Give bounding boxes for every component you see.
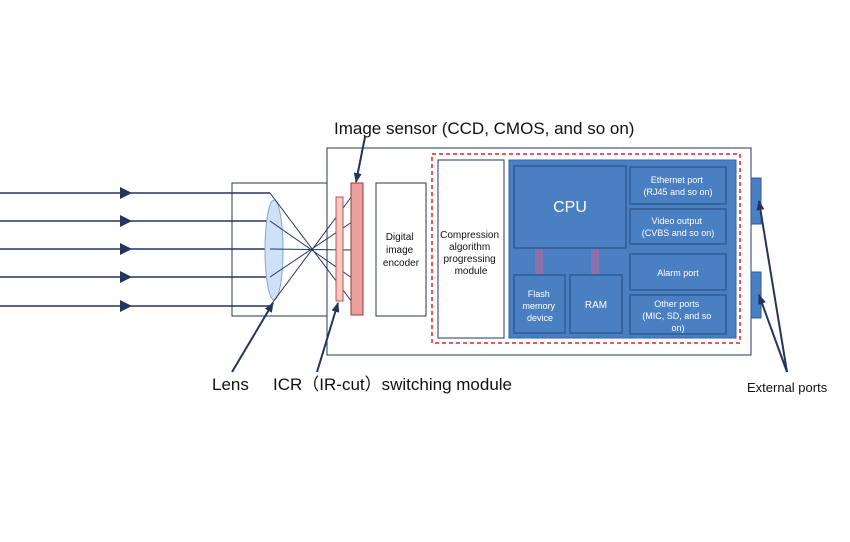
flash-memory-label: Flash memory device (522, 289, 557, 323)
ray-arrow-icon (120, 300, 132, 312)
ray-arrow-icon (120, 271, 132, 283)
lens-element (264, 199, 284, 301)
other-ports-block (629, 294, 727, 335)
cpu-flash-connector (535, 249, 543, 274)
cpu-block (513, 165, 627, 249)
external-port-callout-lower (758, 294, 788, 373)
video-output-label: Video output (CVBS and so on) (642, 216, 715, 238)
icr-filter (335, 196, 344, 302)
alarm-port-block (629, 253, 727, 291)
ethernet-port-label: Ethernet port (RJ45 and so on) (643, 175, 712, 197)
ray-arrow-icon (120, 187, 132, 199)
external-ports-label: External ports (747, 380, 828, 395)
icr-label: ICR（IR-cut）switching module (273, 375, 512, 394)
image-sensor-callout (353, 136, 366, 183)
alarm-port-label: Alarm port (657, 268, 699, 278)
cpu-label: CPU (553, 199, 587, 216)
external-port-callout-upper (756, 200, 788, 373)
image-sensor (350, 182, 364, 316)
ram-label: RAM (585, 300, 607, 311)
compression-module (437, 159, 505, 339)
ram-block (569, 274, 623, 334)
encoder-label: Digital image encoder (383, 232, 420, 269)
flash-memory-block (513, 274, 566, 334)
lens-label: Lens (212, 375, 249, 394)
processing-region (431, 153, 741, 344)
icr-callout (316, 302, 340, 373)
other-ports-label: Other ports (MIC, SD, and so on) (642, 299, 714, 333)
callout-lines (231, 136, 788, 373)
image-sensor-label: Image sensor (CCD, CMOS, and so on) (334, 119, 634, 138)
ethernet-port-block (629, 166, 727, 205)
ray-arrow-icon (120, 243, 132, 255)
lens-callout (231, 302, 274, 373)
compression-label: Compression algorithm progressing module (440, 230, 502, 277)
ray-arrow-icon (120, 215, 132, 227)
video-output-block (629, 208, 727, 245)
digital-image-encoder (375, 182, 427, 317)
light-rays (0, 192, 270, 307)
ray-arrowheads (120, 187, 132, 312)
cpu-ram-connector (591, 249, 599, 274)
